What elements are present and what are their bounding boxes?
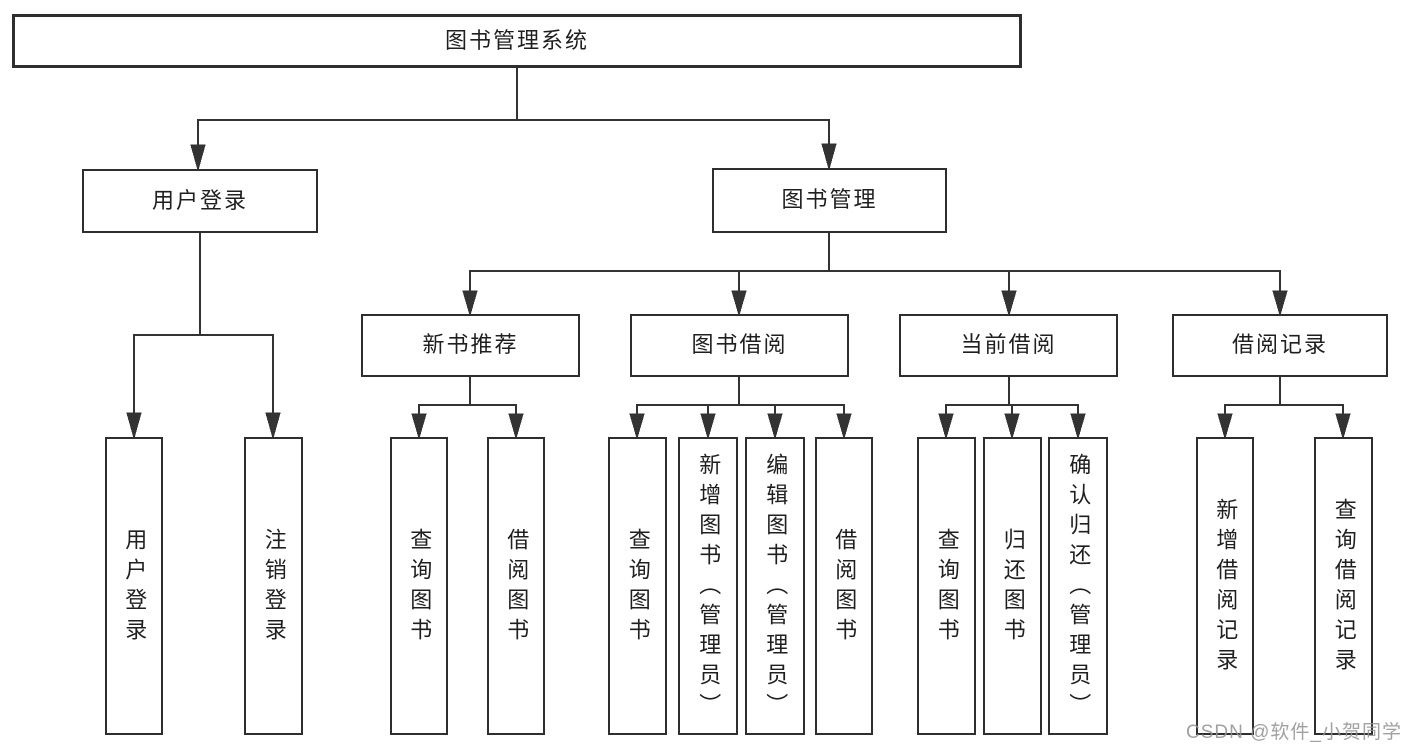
leaf-add-books-admin: 新增图书（管理员） bbox=[678, 437, 738, 735]
node-book-management: 图书管理 bbox=[712, 168, 947, 233]
leaf-logout: 注销登录 bbox=[244, 437, 303, 735]
leaf-user-login: 用户登录 bbox=[105, 437, 163, 735]
leaf-query-borrow-record: 查询借阅记录 bbox=[1314, 437, 1373, 735]
leaf-edit-books-admin: 编辑图书（管理员） bbox=[745, 437, 805, 735]
node-user-login: 用户登录 bbox=[82, 169, 318, 233]
leaf-add-borrow-record: 新增借阅记录 bbox=[1196, 437, 1254, 735]
leaf-borrow-books-borrowing: 借阅图书 bbox=[815, 437, 873, 735]
node-borrow-records: 借阅记录 bbox=[1172, 314, 1388, 377]
leaf-query-books-recommend: 查询图书 bbox=[390, 437, 448, 735]
node-library-system: 图书管理系统 bbox=[12, 14, 1022, 68]
leaf-borrow-books-recommend: 借阅图书 bbox=[487, 437, 545, 735]
node-current-borrowing: 当前借阅 bbox=[899, 314, 1118, 377]
node-new-book-recommend: 新书推荐 bbox=[361, 314, 580, 377]
leaf-return-books: 归还图书 bbox=[983, 437, 1042, 735]
leaf-query-books-current: 查询图书 bbox=[917, 437, 976, 735]
node-book-borrowing: 图书借阅 bbox=[630, 314, 849, 377]
watermark: CSDN @软件_小贺同学 bbox=[1186, 722, 1402, 743]
leaf-confirm-return-admin: 确认归还（管理员） bbox=[1048, 437, 1108, 735]
leaf-query-books-borrowing: 查询图书 bbox=[608, 437, 667, 735]
